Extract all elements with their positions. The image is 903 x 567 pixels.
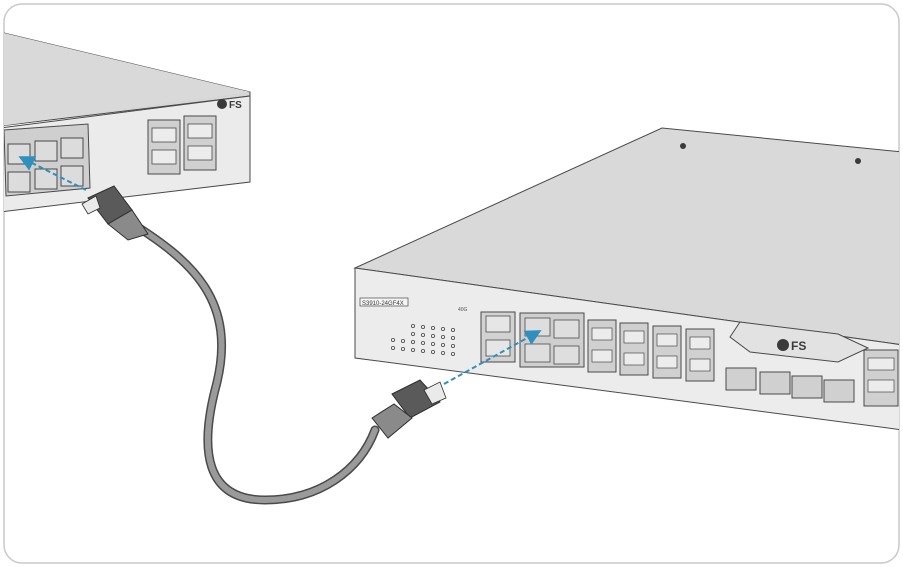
left-rj45-plug — [81, 185, 149, 241]
console-ports — [480, 311, 516, 363]
port-group-label: 40G — [458, 307, 468, 313]
screw-icon — [855, 158, 861, 164]
screw-icon — [680, 143, 686, 149]
sfp-port-icon — [591, 327, 711, 372]
right-rj45-ports — [519, 312, 585, 368]
right-brand-label: FS — [791, 339, 806, 353]
right-switch: S3910-24GF4X 40G — [353, 127, 899, 431]
fs-logo-icon: FS — [217, 99, 242, 111]
left-sfp-ports — [147, 115, 217, 175]
led-icon — [390, 323, 455, 356]
left-brand-label: FS — [229, 100, 242, 111]
arrow-icon — [18, 156, 542, 385]
right-rj45-plug — [371, 379, 447, 439]
led-array — [390, 323, 455, 356]
right-logo-plate: FS — [729, 321, 870, 363]
ethernet-cable — [81, 185, 447, 505]
fs-logo-icon: FS — [777, 339, 806, 353]
model-label: S3910-24GF4X — [362, 301, 404, 307]
